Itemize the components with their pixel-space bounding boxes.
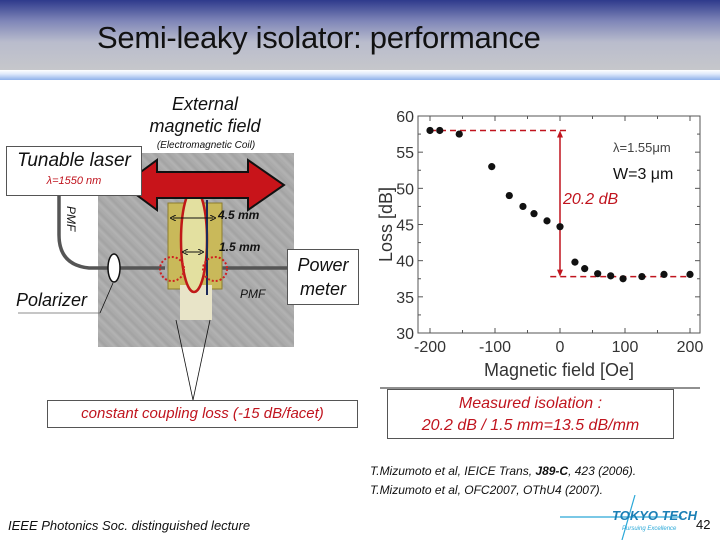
laser-wavelength: λ=1550 nm — [46, 175, 102, 187]
length-dimension: 4.5 mm — [218, 208, 260, 222]
svg-text:λ=1.55μm: λ=1.55μm — [613, 140, 671, 155]
isolation-result-box: Measured isolation : 20.2 dB / 1.5 mm=13… — [387, 389, 674, 439]
tunable-laser-box: Tunable laser λ=1550 nm — [6, 146, 142, 196]
external-field-line2: magnetic field — [149, 116, 261, 136]
pmf-right-label: PMF — [240, 287, 266, 301]
reference-1: T.Mizumoto et al, IEICE Trans, J89-C, 42… — [370, 464, 637, 478]
svg-text:40: 40 — [396, 254, 414, 271]
svg-text:30: 30 — [396, 326, 414, 343]
slide-title: Semi-leaky isolator: performance — [97, 20, 541, 55]
polarizer-icon — [107, 253, 121, 283]
facet-circle-left — [159, 256, 185, 282]
svg-text:50: 50 — [396, 181, 414, 198]
svg-text:200: 200 — [677, 339, 704, 356]
svg-text:-100: -100 — [479, 339, 511, 356]
coupling-loss-box: constant coupling loss (-15 dB/facet) — [47, 400, 358, 428]
references: T.Mizumoto et al, IEICE Trans, J89-C, 42… — [370, 462, 636, 500]
reference-2: T.Mizumoto et al, OFC2007, OThU4 (2007). — [370, 483, 603, 497]
svg-text:W=3 μm: W=3 μm — [613, 166, 673, 183]
svg-text:Pursuing Excellence: Pursuing Excellence — [622, 526, 677, 532]
coil-note: (Electromagnetic Coil) — [156, 140, 256, 151]
external-field-line1: External — [171, 94, 239, 114]
pmf-fiber-left — [57, 196, 165, 270]
isolator-region-ellipse — [179, 186, 209, 294]
svg-text:55: 55 — [396, 145, 414, 162]
svg-text:0: 0 — [556, 339, 565, 356]
footer-text: IEEE Photonics Soc. distinguished lectur… — [8, 518, 251, 533]
width-dimension: 1.5 mm — [219, 240, 261, 254]
power-meter-box: Power meter — [287, 249, 359, 305]
title-bar — [0, 0, 720, 70]
facet-circle-right — [202, 256, 228, 282]
svg-text:-200: -200 — [414, 339, 446, 356]
svg-text:Loss [dB]: Loss [dB] — [376, 187, 396, 262]
magnetic-field-arrow — [121, 158, 286, 212]
svg-text:20.2 dB: 20.2 dB — [562, 191, 618, 208]
pmf-left-label: PMF — [64, 206, 78, 232]
svg-text:TOKYO TECH: TOKYO TECH — [612, 508, 698, 523]
svg-text:100: 100 — [612, 339, 639, 356]
power-meter-line1: Power — [297, 255, 349, 275]
page-number: 42 — [696, 517, 711, 532]
svg-text:60: 60 — [396, 109, 414, 126]
polarizer-label: Polarizer — [16, 290, 88, 310]
power-meter-line2: meter — [299, 279, 346, 299]
svg-text:Magnetic field [Oe]: Magnetic field [Oe] — [484, 360, 634, 380]
external-field-label: External magnetic field — [140, 93, 270, 137]
isolation-line1: Measured isolation : — [458, 395, 603, 412]
laser-label: Tunable laser — [17, 150, 131, 171]
svg-text:45: 45 — [396, 218, 414, 235]
title-underline — [0, 70, 720, 80]
tokyo-tech-logo: TOKYO TECH Pursuing Excellence — [560, 495, 698, 540]
svg-text:35: 35 — [396, 290, 414, 307]
isolation-line2: 20.2 dB / 1.5 mm=13.5 dB/mm — [421, 417, 640, 434]
